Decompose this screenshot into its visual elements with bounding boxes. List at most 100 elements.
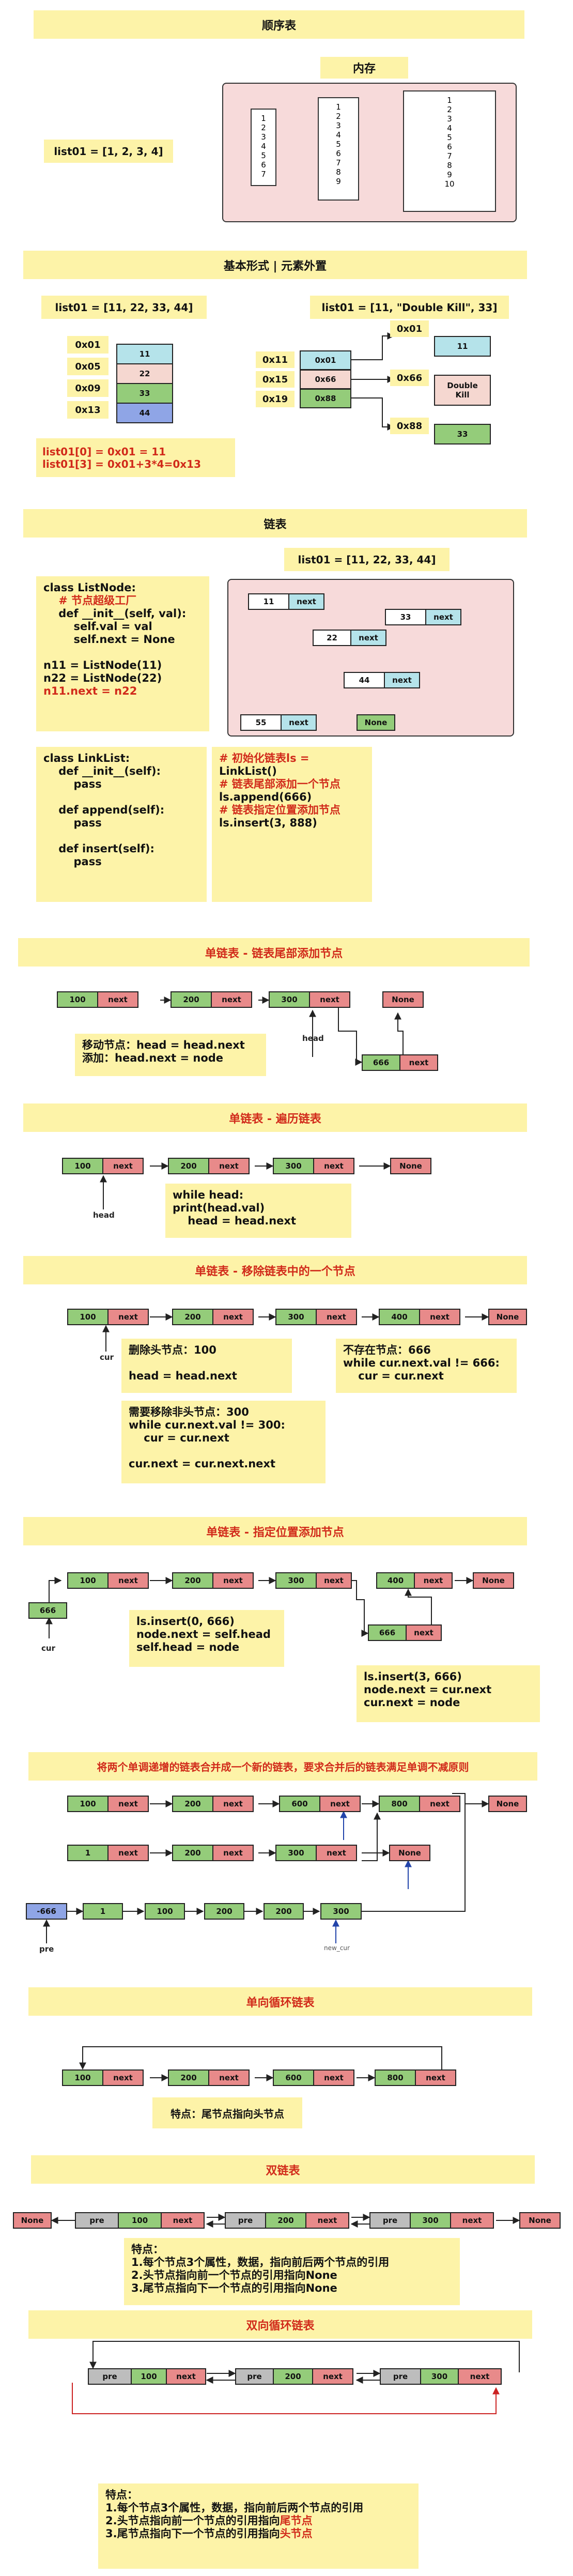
dbl-none-right: None [519, 2212, 561, 2229]
trav-node-300-next: next [313, 1158, 354, 1174]
section-title-doubly: 双链表 [31, 2155, 535, 2184]
ins-mid-new-node-val: 666 [368, 1624, 407, 1641]
rm-node-400-val: 400 [379, 1309, 420, 1325]
merged-node-2: 100 [145, 1903, 185, 1920]
ll-node-33-val: 33 [385, 609, 426, 625]
circ-node-600-val: 600 [273, 2069, 314, 2086]
doubly-circular-note: 特点： 1.每个节点3个属性，数据，指向前后两个节点的引用 2.头节点指向前一个… [98, 2483, 419, 2569]
merge-b-1-next: next [107, 1845, 149, 1861]
memory-block-10: 1 2 3 4 5 6 7 8 9 10 [403, 90, 496, 212]
dcl-note-line3: 3.尾节点指向下一个节点的引用指向 [105, 2527, 280, 2540]
append-node-300-val: 300 [269, 991, 310, 1008]
ll-node-44-next: next [384, 672, 420, 688]
remove-missing-note: 不存在节点：666 while cur.next.val != 666: cur… [336, 1339, 517, 1393]
circ-node-600-next: next [313, 2069, 354, 2086]
rm-node-400-next: next [419, 1309, 460, 1325]
basic-list-right: list01 = [11, "Double Kill", 33] [310, 296, 509, 319]
ll-node-44-val: 44 [344, 672, 385, 688]
circ-node-800-next: next [415, 2069, 456, 2086]
trav-node-100-val: 100 [62, 1158, 103, 1174]
dcl-node-300-pre: pre [380, 2368, 421, 2385]
ins-mid-new-node-next: next [406, 1624, 442, 1641]
usage-comment-append: # 链表尾部添加一个节点 [219, 778, 340, 790]
ext-ptr-2: 0x88 [300, 389, 351, 408]
ins-node-300-next: next [316, 1572, 352, 1589]
formula-line-1: list01[0] = 0x01 = 11 [42, 445, 166, 458]
rm-node-200-next: next [212, 1309, 254, 1325]
ins-node-200-next: next [212, 1572, 254, 1589]
ll-node-11-val: 11 [248, 593, 289, 610]
ll-node-55-val: 55 [240, 714, 282, 731]
memory-label: 内存 [320, 57, 408, 79]
dbl-node-300-next: next [450, 2212, 494, 2229]
section-title-basic-form: 基本形式 | 元素外置 [23, 251, 527, 279]
dbl-node-100-val: 100 [118, 2212, 162, 2229]
list-node-code: class ListNode: # 节点超级工厂 def __init__(se… [36, 576, 209, 731]
ins-cur-label: cur [41, 1644, 55, 1653]
trav-node-200-next: next [208, 1158, 250, 1174]
usage-append: ls.append(666) [219, 791, 312, 803]
merge-a-100-val: 100 [67, 1796, 109, 1812]
ins-node-200-val: 200 [172, 1572, 213, 1589]
append-note: 移动节点：head = head.next 添加：head.next = nod… [75, 1034, 266, 1076]
ext-target-addr-1: 0x66 [390, 370, 429, 386]
trav-none: None [390, 1158, 431, 1174]
trav-node-300-val: 300 [273, 1158, 314, 1174]
dbl-node-300-pre: pre [369, 2212, 411, 2229]
dbl-node-100-next: next [161, 2212, 205, 2229]
merge-a-none: None [488, 1796, 527, 1812]
dbl-node-200-next: next [305, 2212, 349, 2229]
section-title-circular: 单向循环链表 [28, 1987, 532, 2016]
merge-a-200-next: next [212, 1796, 254, 1812]
merge-a-600-val: 600 [279, 1796, 320, 1812]
basic-list-left: list01 = [11, 22, 33, 44] [41, 296, 207, 319]
rm-node-300-val: 300 [275, 1309, 317, 1325]
merge-a-100-next: next [107, 1796, 149, 1812]
ins-none: None [473, 1572, 514, 1589]
ins-node-400-val: 400 [376, 1572, 415, 1589]
formula-line-2: list01[3] = 0x01+3*4=0x13 [42, 457, 201, 470]
merged-node-5: 300 [320, 1903, 362, 1920]
list-node-body: def __init__(self, val): self.val = val … [43, 607, 187, 684]
merge-b-300-val: 300 [275, 1845, 317, 1861]
rm-node-200-val: 200 [172, 1309, 213, 1325]
remove-head-note: 删除头节点：100 head = head.next [121, 1339, 292, 1393]
section-title-insert: 单链表 - 指定位置添加节点 [23, 1517, 527, 1545]
merge-a-600-next: next [319, 1796, 361, 1812]
dcl-node-300-val: 300 [420, 2368, 459, 2385]
append-node-100-val: 100 [57, 991, 98, 1008]
dcl-note-head: 头节点 [280, 2527, 313, 2540]
addr-1: 0x05 [67, 358, 109, 375]
seq-cell-3: 44 [116, 403, 173, 423]
seq-cell-1: 22 [116, 363, 173, 384]
append-none: None [382, 991, 424, 1008]
section-title-merge: 将两个单调递增的链表合并成一个新的链表，要求合并后的链表满足单调不减原则 [28, 1752, 537, 1781]
dcl-node-200-val: 200 [273, 2368, 313, 2385]
ext-addr-2: 0x19 [256, 391, 295, 407]
section-title-traverse: 单链表 - 遍历链表 [23, 1103, 527, 1132]
remove-mid-note: 需要移除非头节点：300 while cur.next.val != 300: … [121, 1401, 326, 1483]
section-title-seq-table: 顺序表 [34, 10, 524, 39]
ll-node-55-next: next [281, 714, 317, 731]
merge-b-300-next: next [316, 1845, 357, 1861]
append-node-300-next: next [309, 991, 350, 1008]
ins-head-new-node: 666 [28, 1602, 67, 1619]
ext-value-1: Double Kill [434, 375, 491, 406]
ll-node-22-val: 22 [313, 630, 351, 646]
dbl-node-100-pre: pre [75, 2212, 119, 2229]
dbl-node-200-pre: pre [225, 2212, 266, 2229]
dcl-node-100-pre: pre [88, 2368, 132, 2385]
dcl-node-100-val: 100 [131, 2368, 167, 2385]
circ-node-200-val: 200 [168, 2069, 209, 2086]
doubly-note: 特点： 1.每个节点3个属性，数据，指向前后两个节点的引用 2.头节点指向前一个… [124, 2238, 460, 2305]
rm-none: None [488, 1309, 527, 1325]
ext-addr-1: 0x15 [256, 371, 295, 388]
append-node-666-next: next [399, 1054, 438, 1071]
linklist-usage-code: # 初始化链表ls = LinkList() # 链表尾部添加一个节点 ls.a… [212, 747, 372, 902]
ext-target-addr-2: 0x88 [390, 418, 429, 434]
merge-b-200-next: next [212, 1845, 254, 1861]
ext-addr-0: 0x11 [256, 351, 295, 368]
section-title-remove: 单链表 - 移除链表中的一个节点 [23, 1256, 527, 1284]
ins-node-100-val: 100 [67, 1572, 109, 1589]
rm-node-100-val: 100 [67, 1309, 109, 1325]
